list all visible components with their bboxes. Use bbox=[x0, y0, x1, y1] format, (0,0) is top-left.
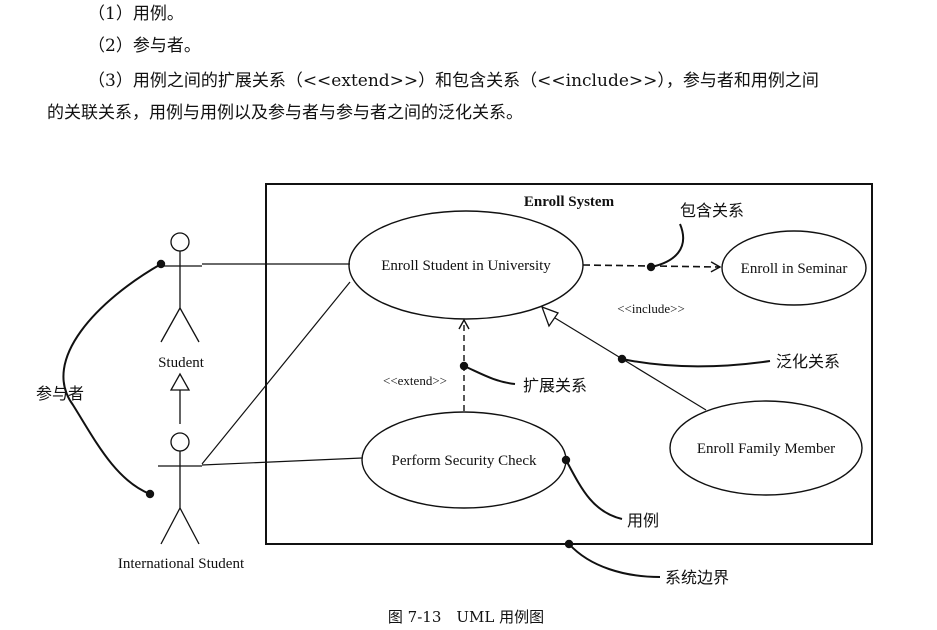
svg-text:Enroll Student in University: Enroll Student in University bbox=[381, 258, 551, 274]
annotation-include: 包含关系 bbox=[680, 201, 744, 220]
use-case-generalization bbox=[540, 305, 707, 411]
annotation-system-boundary: 系统边界 bbox=[665, 568, 729, 587]
include-stereotype: <<include>> bbox=[617, 301, 685, 316]
annotation-callouts bbox=[62, 223, 771, 578]
annotation-dots bbox=[145, 259, 656, 549]
svg-text:Perform Security Check: Perform Security Check bbox=[392, 453, 537, 469]
svg-text:Enroll in Seminar: Enroll in Seminar bbox=[741, 261, 848, 277]
actor-international-student-label: International Student bbox=[118, 556, 245, 572]
use-case-enroll-seminar: Enroll in Seminar bbox=[721, 230, 867, 306]
association-lines bbox=[201, 263, 363, 466]
extend-stereotype: <<extend>> bbox=[383, 373, 447, 388]
annotation-use-case: 用例 bbox=[627, 511, 659, 530]
use-case-enroll-university: Enroll Student in University bbox=[348, 210, 584, 320]
system-name: Enroll System bbox=[524, 194, 615, 210]
list-item-relations-line2: 的关联关系，用例与用例以及参与者与参与者之间的泛化关系。 bbox=[47, 103, 523, 123]
actor-student bbox=[158, 232, 202, 343]
figure-caption: 图 7-13 UML 用例图 bbox=[388, 608, 544, 626]
annotation-generalization: 泛化关系 bbox=[776, 352, 840, 371]
actor-student-label: Student bbox=[158, 355, 205, 371]
list-item-relations-line1: （3）用例之间的扩展关系（<<extend>>）和包含关系（<<include>… bbox=[88, 71, 819, 91]
actor-generalization bbox=[169, 372, 191, 424]
list-item-actor: （2）参与者。 bbox=[88, 36, 201, 56]
use-case-family-member: Enroll Family Member bbox=[669, 400, 863, 496]
annotation-actor: 参与者 bbox=[36, 384, 84, 403]
annotation-extend: 扩展关系 bbox=[523, 376, 587, 395]
actor-international-student bbox=[158, 432, 202, 545]
list-item-use-case: （1）用例。 bbox=[88, 4, 184, 24]
svg-text:Enroll Family Member: Enroll Family Member bbox=[697, 441, 835, 457]
use-case-security-check: Perform Security Check bbox=[361, 411, 567, 509]
